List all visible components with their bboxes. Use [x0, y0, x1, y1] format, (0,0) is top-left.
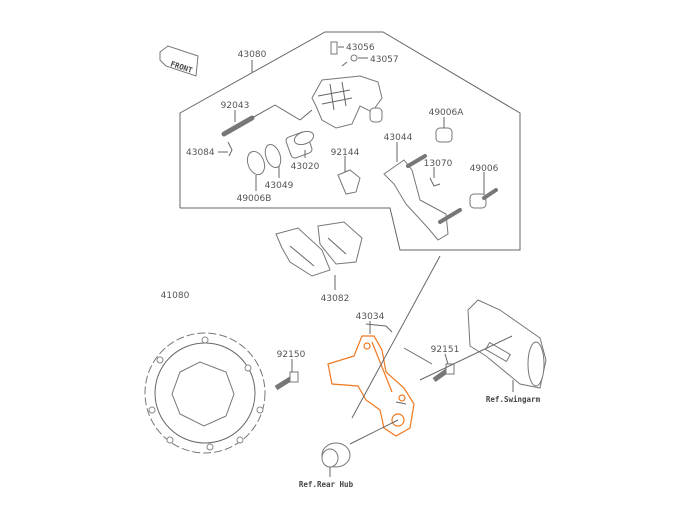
disc-bolt [274, 371, 299, 391]
pad-spring [337, 169, 361, 195]
brake-pads [275, 221, 363, 277]
label-43044: 43044 [384, 133, 413, 143]
piston-seal [264, 143, 282, 169]
front-arrow-icon: FRONT [159, 45, 199, 77]
leader-lines [218, 46, 514, 477]
rear-hub-collar [321, 442, 351, 468]
assembly-outline [179, 31, 521, 251]
label-43049: 43049 [265, 181, 294, 191]
label-43084: 43084 [186, 148, 215, 158]
piston [285, 130, 315, 159]
pin [221, 115, 255, 137]
clip [227, 141, 233, 157]
label-49006A: 49006A [429, 108, 465, 118]
boot-pin [469, 188, 498, 209]
label-43080: 43080 [238, 50, 267, 60]
label-49006B: 49006B [237, 194, 272, 204]
label-41080: 41080 [161, 291, 190, 301]
ref-rear-hub: Ref.Rear Hub [299, 480, 354, 489]
label-43020: 43020 [291, 162, 320, 172]
bracket-bolt [432, 363, 455, 383]
label-43057: 43057 [370, 55, 399, 65]
caliper-body [311, 75, 383, 129]
dust-seal [246, 150, 266, 176]
boot-a [435, 127, 453, 143]
label-49006: 49006 [470, 164, 499, 174]
label-43034: 43034 [356, 312, 385, 322]
label-43082: 43082 [321, 294, 350, 304]
label-43056: 43056 [346, 43, 375, 53]
caliper-holder [383, 159, 449, 241]
label-13070: 13070 [424, 159, 453, 169]
bleeder-valve [330, 41, 338, 55]
ref-swingarm: Ref.Swingarm [486, 395, 541, 404]
label-92151: 92151 [431, 345, 460, 355]
bleeder-cap [350, 54, 358, 62]
label-92144: 92144 [331, 148, 360, 158]
swingarm [467, 299, 547, 389]
spring-clip [429, 177, 441, 187]
label-92150: 92150 [277, 350, 306, 360]
label-92043: 92043 [221, 101, 250, 111]
brake-disc [144, 332, 266, 454]
caliper-bracket-highlighted [327, 335, 415, 437]
